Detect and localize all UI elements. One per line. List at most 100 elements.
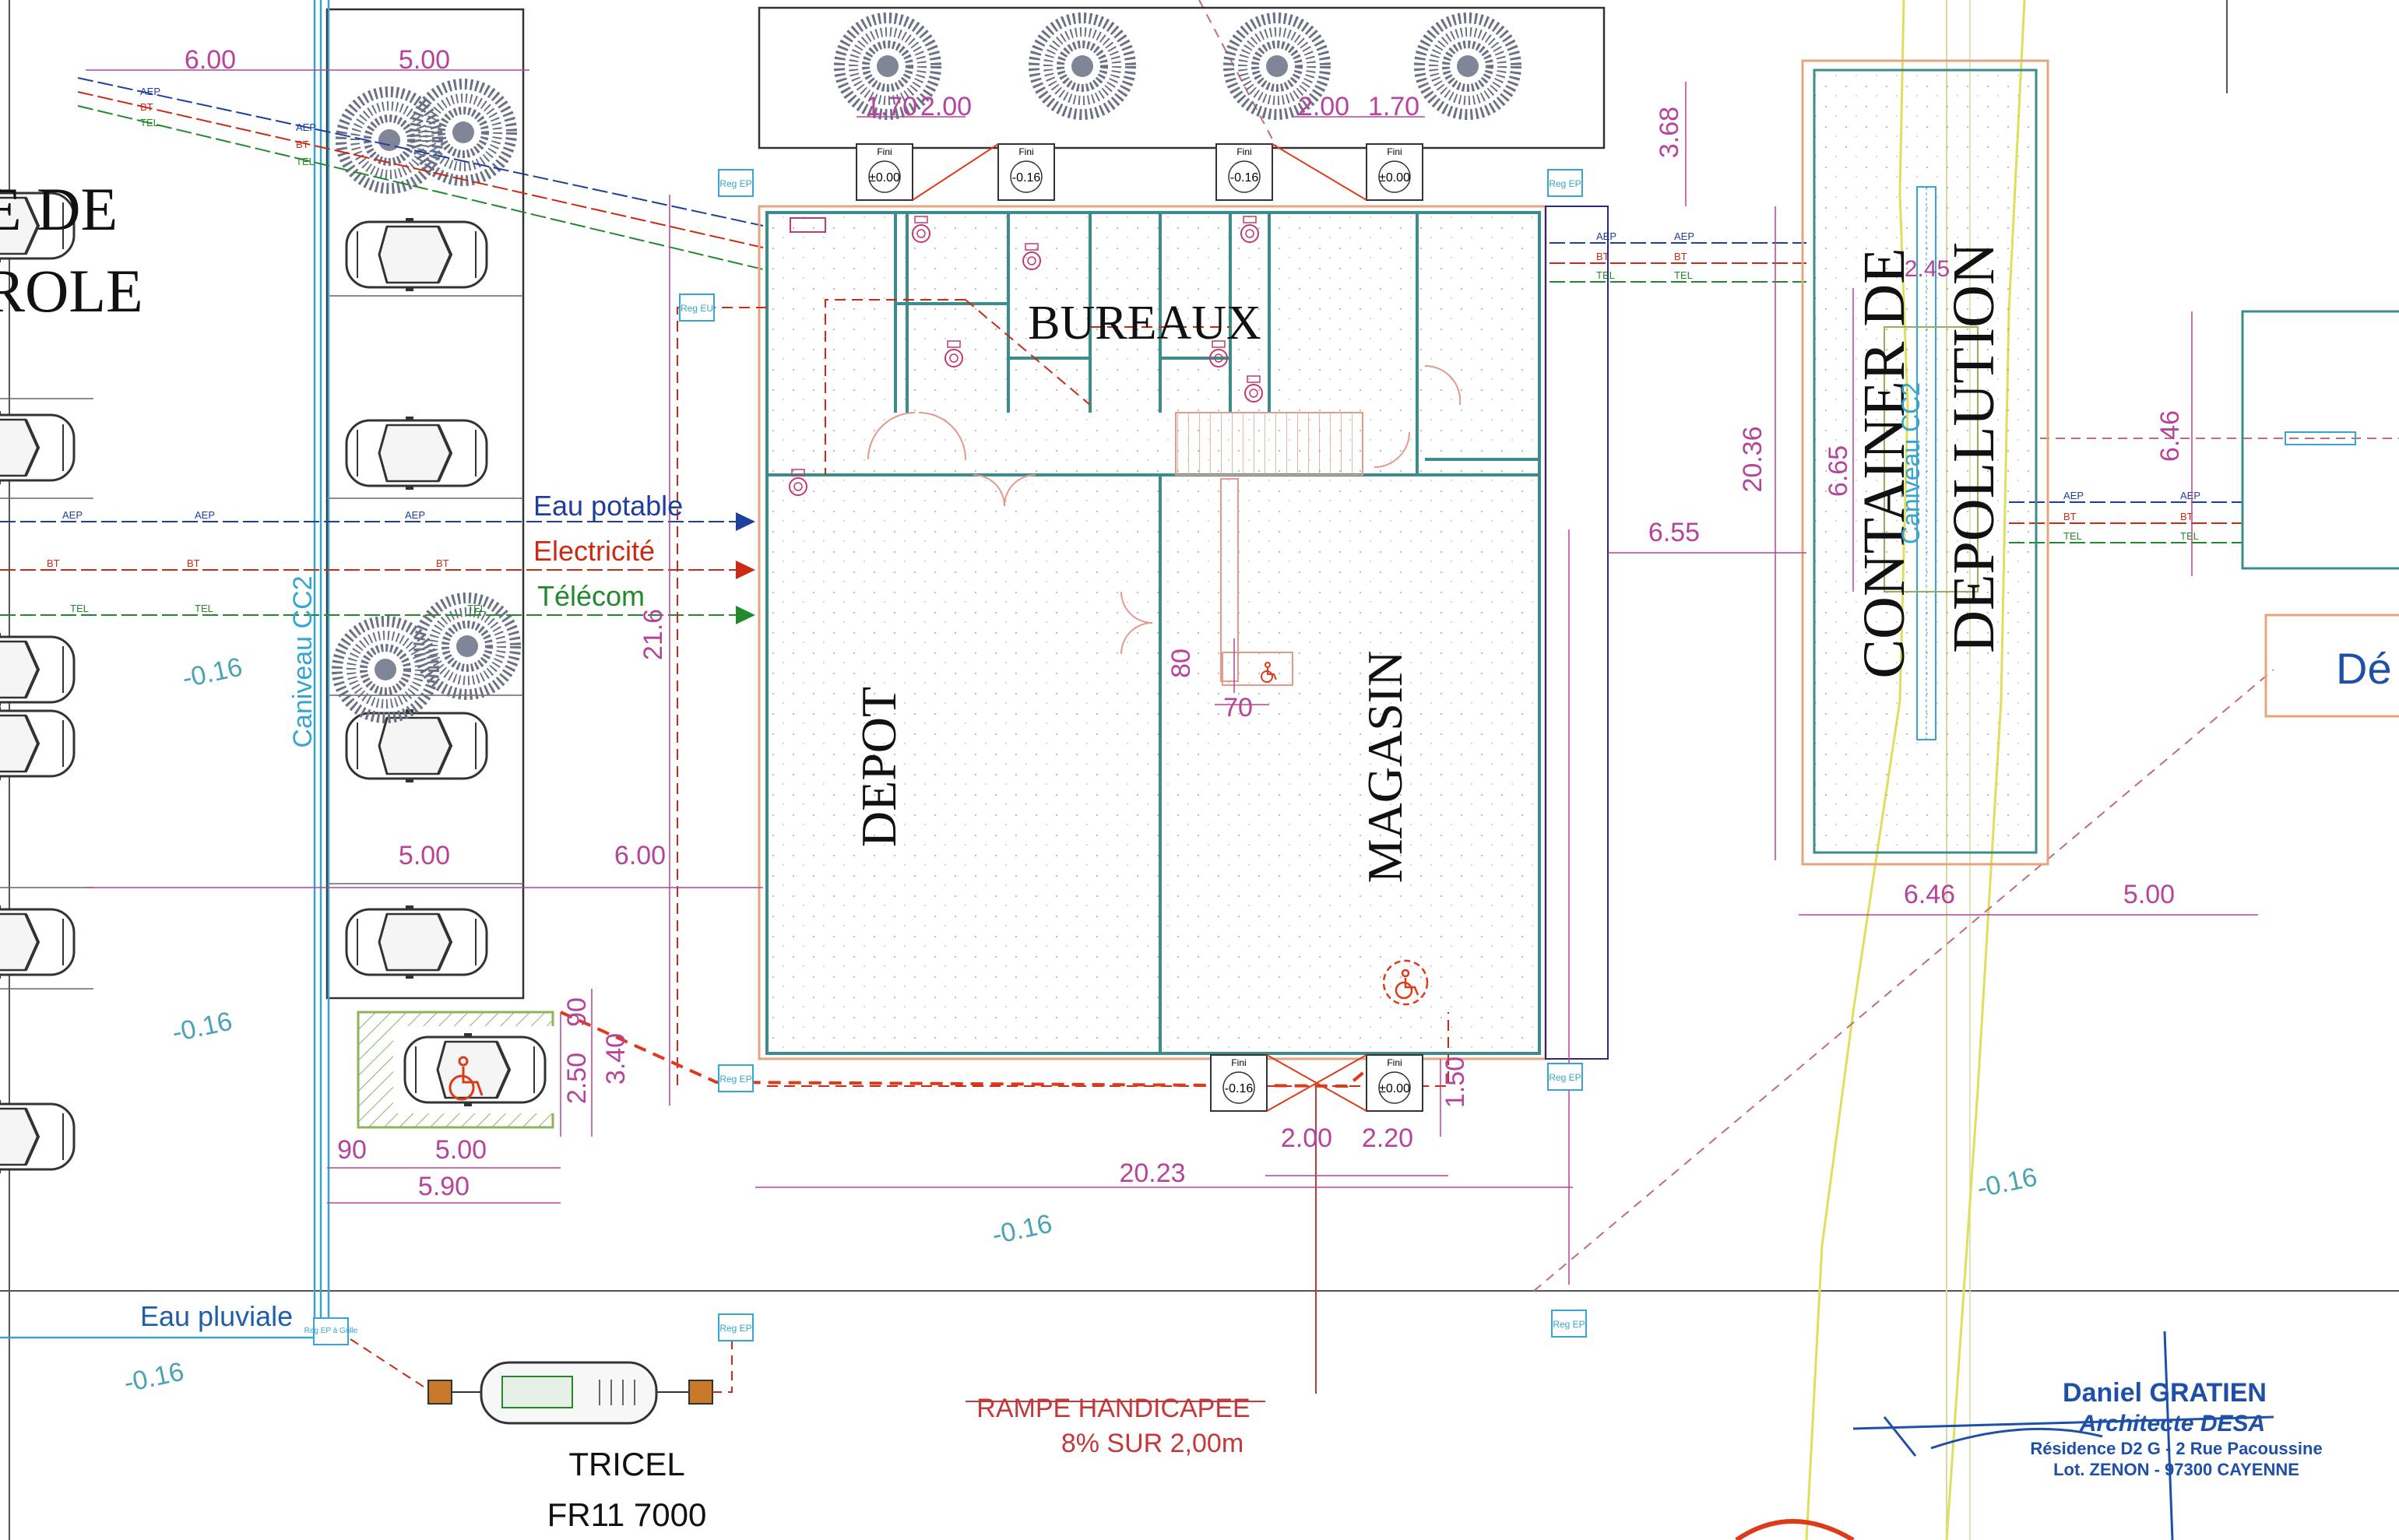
svg-text:-0.16: -0.16 xyxy=(1230,171,1259,185)
svg-text:3.40: 3.40 xyxy=(601,1033,631,1085)
car-icon xyxy=(345,216,488,293)
svg-text:±0.00: ±0.00 xyxy=(1379,171,1410,185)
svg-text:AEP: AEP xyxy=(2063,490,2084,501)
svg-text:1.70: 1.70 xyxy=(1368,92,1419,121)
svg-text:TRICEL: TRICEL xyxy=(568,1446,684,1482)
legend-rain: Eau pluviale xyxy=(140,1300,293,1332)
svg-text:5.00: 5.00 xyxy=(399,45,450,75)
svg-text:Fini: Fini xyxy=(877,146,892,157)
svg-text:Architecte DESA: Architecte DESA xyxy=(2079,1411,2265,1436)
svg-text:Caniveau CC2: Caniveau CC2 xyxy=(1897,382,1925,544)
svg-text:AEP: AEP xyxy=(405,509,425,521)
tree-icon xyxy=(1419,18,1516,114)
container-label-1: CONTAINER DE xyxy=(1852,248,1917,678)
svg-text:BT: BT xyxy=(187,557,200,569)
dimension-values: 6.00 5.00 2.00 1.70 2.00 1.70 3.68 20.36… xyxy=(185,45,2185,1201)
svg-text:RAMPE HANDICAPEE: RAMPE HANDICAPEE xyxy=(976,1394,1250,1423)
svg-text:Reg EP à Grille: Reg EP à Grille xyxy=(304,1327,358,1335)
container-label-2: DEPOLLUTION xyxy=(1941,242,2007,653)
wheelchair-icon xyxy=(1382,959,1429,1006)
svg-text:90: 90 xyxy=(562,997,592,1027)
svg-text:20.36: 20.36 xyxy=(1738,426,1768,492)
car-icon xyxy=(345,708,488,784)
svg-text:21.6: 21.6 xyxy=(638,609,668,660)
depollution-container xyxy=(1801,59,2049,866)
svg-text:AEP: AEP xyxy=(2180,490,2200,501)
svg-text:-0.16: -0.16 xyxy=(180,652,245,694)
svg-text:TEL: TEL xyxy=(467,603,486,614)
svg-text:Reg EP: Reg EP xyxy=(1549,178,1581,189)
svg-text:AEP: AEP xyxy=(62,509,83,521)
wheelchair-icon xyxy=(1261,662,1277,683)
car-icon xyxy=(345,904,488,980)
svg-text:6.00: 6.00 xyxy=(614,841,666,870)
room-label-depot: DEPOT xyxy=(851,687,906,847)
svg-text:1.70: 1.70 xyxy=(866,92,917,121)
svg-text:2.00: 2.00 xyxy=(920,92,972,121)
svg-text:Reg EP: Reg EP xyxy=(1549,1072,1581,1083)
diagonal-dashed-lines xyxy=(1198,0,2274,1292)
svg-text:BT: BT xyxy=(1674,251,1687,262)
svg-text:Reg EP: Reg EP xyxy=(1553,1319,1585,1330)
accessible-parking-space xyxy=(357,1011,557,1129)
svg-text:Reg EP: Reg EP xyxy=(719,1323,751,1334)
svg-text:5.00: 5.00 xyxy=(435,1135,487,1165)
left-parking-cars xyxy=(0,188,93,1175)
tree-icon xyxy=(1034,18,1131,114)
svg-text:BT: BT xyxy=(140,101,153,113)
signature-scribble xyxy=(1852,1331,2274,1540)
svg-text:TEL: TEL xyxy=(2180,530,2199,542)
legend-telecom: Télécom xyxy=(537,580,645,612)
svg-text:Résidence D2 G - 2 Rue Pacouss: Résidence D2 G - 2 Rue Pacoussine xyxy=(2030,1439,2322,1458)
tricel-label: TRICEL FR11 7000 xyxy=(547,1446,707,1533)
architect-stamp: Daniel GRATIEN Architecte DESA Résidence… xyxy=(1852,1331,2323,1540)
svg-text:6.65: 6.65 xyxy=(1824,445,1853,497)
car-icon xyxy=(345,415,488,491)
svg-text:-0.16: -0.16 xyxy=(1975,1162,2040,1204)
main-building xyxy=(677,205,1609,1090)
svg-text:-0.16: -0.16 xyxy=(170,1007,235,1048)
svg-text:5.00: 5.00 xyxy=(2123,880,2175,909)
room-label-bureaux: BUREAUX xyxy=(1028,297,1261,350)
network-code-labels: AEP AEP AEP BT BT BT TEL TEL TEL AEP AEP… xyxy=(47,86,2200,614)
svg-text:BT: BT xyxy=(2063,511,2077,522)
svg-text:-0.16: -0.16 xyxy=(1012,171,1041,185)
svg-text:TEL: TEL xyxy=(1674,269,1693,281)
svg-text:6.46: 6.46 xyxy=(2155,410,2185,462)
svg-text:1.50: 1.50 xyxy=(1440,1057,1470,1108)
bottom-red-arc xyxy=(1735,1519,1855,1540)
svg-text:TEL: TEL xyxy=(2063,530,2082,542)
wheelchair-icon xyxy=(448,1056,484,1101)
level-tags: Fini ±0.00 Fini -0.16 Fini -0.16 Fini ±0… xyxy=(856,143,1423,1112)
svg-text:FR11 7000: FR11 7000 xyxy=(547,1496,707,1533)
svg-text:BT: BT xyxy=(1596,251,1609,262)
svg-text:6.46: 6.46 xyxy=(1904,880,1955,909)
svg-text:80: 80 xyxy=(1166,649,1196,678)
svg-text:2.20: 2.20 xyxy=(1362,1123,1413,1153)
svg-text:AEP: AEP xyxy=(195,509,215,521)
svg-text:-0.16: -0.16 xyxy=(121,1357,187,1398)
svg-text:TEL: TEL xyxy=(70,603,89,614)
left-partial-label-1: E DE xyxy=(0,175,118,243)
svg-text:AEP: AEP xyxy=(1674,230,1694,242)
svg-text:6.00: 6.00 xyxy=(185,45,236,75)
ramp-access-line xyxy=(560,1011,1372,1088)
ramp-note: RAMPE HANDICAPEE 8% SUR 2,00m xyxy=(976,1394,1250,1458)
legend-electric: Electricité xyxy=(533,535,655,567)
svg-text:±0.00: ±0.00 xyxy=(1379,1082,1410,1095)
caniveau-channel xyxy=(0,0,330,1339)
svg-text:2.00: 2.00 xyxy=(1298,92,1349,121)
svg-text:Fini: Fini xyxy=(1387,1057,1402,1068)
svg-text:Fini: Fini xyxy=(1387,146,1402,157)
svg-text:5.90: 5.90 xyxy=(418,1172,470,1201)
svg-text:AEP: AEP xyxy=(1596,230,1616,242)
svg-text:3.68: 3.68 xyxy=(1655,107,1684,158)
room-label-magasin: MAGASIN xyxy=(1357,651,1412,884)
svg-text:Reg EP: Reg EP xyxy=(719,178,751,189)
svg-text:BT: BT xyxy=(47,557,60,569)
tree-planter xyxy=(758,6,1606,149)
svg-text:-0.16: -0.16 xyxy=(1225,1082,1254,1095)
svg-text:20.23: 20.23 xyxy=(1119,1159,1185,1188)
svg-text:BT: BT xyxy=(296,139,309,150)
svg-text:Reg EU: Reg EU xyxy=(681,303,713,314)
